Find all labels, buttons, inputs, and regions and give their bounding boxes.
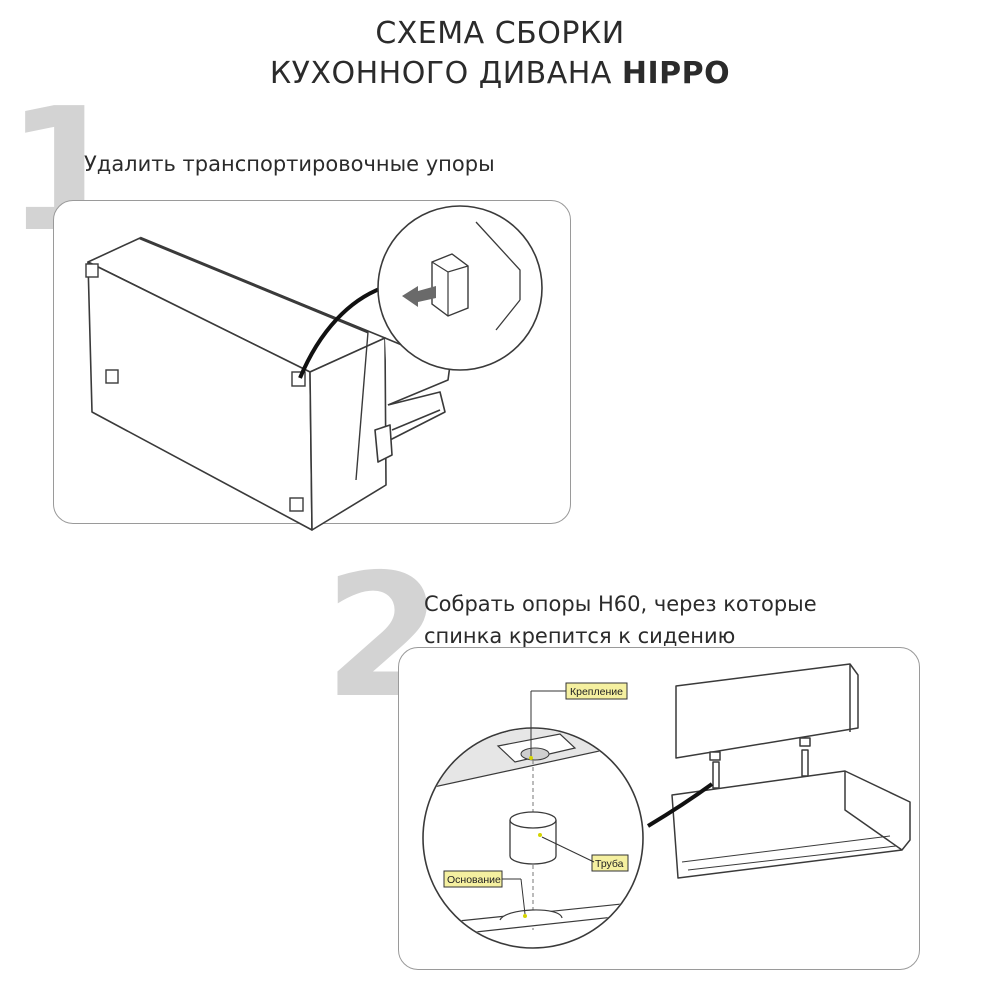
callout-fastener: Крепление: [530, 682, 628, 756]
step-1-text: Удалить транспортировочные упоры: [84, 152, 495, 176]
step-2-text-line2: спинка крепится к сидению: [424, 624, 736, 648]
arrow-left-icon: [402, 286, 436, 307]
step-2-text: Собрать опоры Н60, через которые спинка …: [424, 588, 984, 652]
callout-base: Основание: [443, 870, 526, 915]
title-prefix: КУХОННОГО ДИВАНА: [269, 56, 612, 91]
callout-fastener-label: Крепление: [570, 686, 623, 698]
callout-base-label: Основание: [447, 874, 501, 886]
callout-tube: Труба: [541, 836, 629, 872]
transport-stop: [105, 369, 119, 384]
callout-tube-label: Труба: [595, 858, 624, 870]
sofa-step2-drawing: [671, 663, 911, 879]
transport-stop: [85, 263, 99, 278]
transport-stop: [289, 497, 304, 512]
step-2-text-line1: Собрать опоры Н60, через которые: [424, 592, 817, 616]
page-title-line1: СХЕМА СБОРКИ: [375, 16, 625, 51]
title-product-name: HIPPO: [621, 56, 731, 91]
magnifier-2: [422, 727, 644, 949]
leader-line-2: [646, 782, 714, 828]
leader-line-1: [298, 286, 383, 379]
sofa-step1-drawing: [87, 236, 451, 531]
magnifier-1: [377, 205, 543, 371]
page-title-line2: КУХОННОГО ДИВАНА HIPPO: [0, 56, 1000, 91]
